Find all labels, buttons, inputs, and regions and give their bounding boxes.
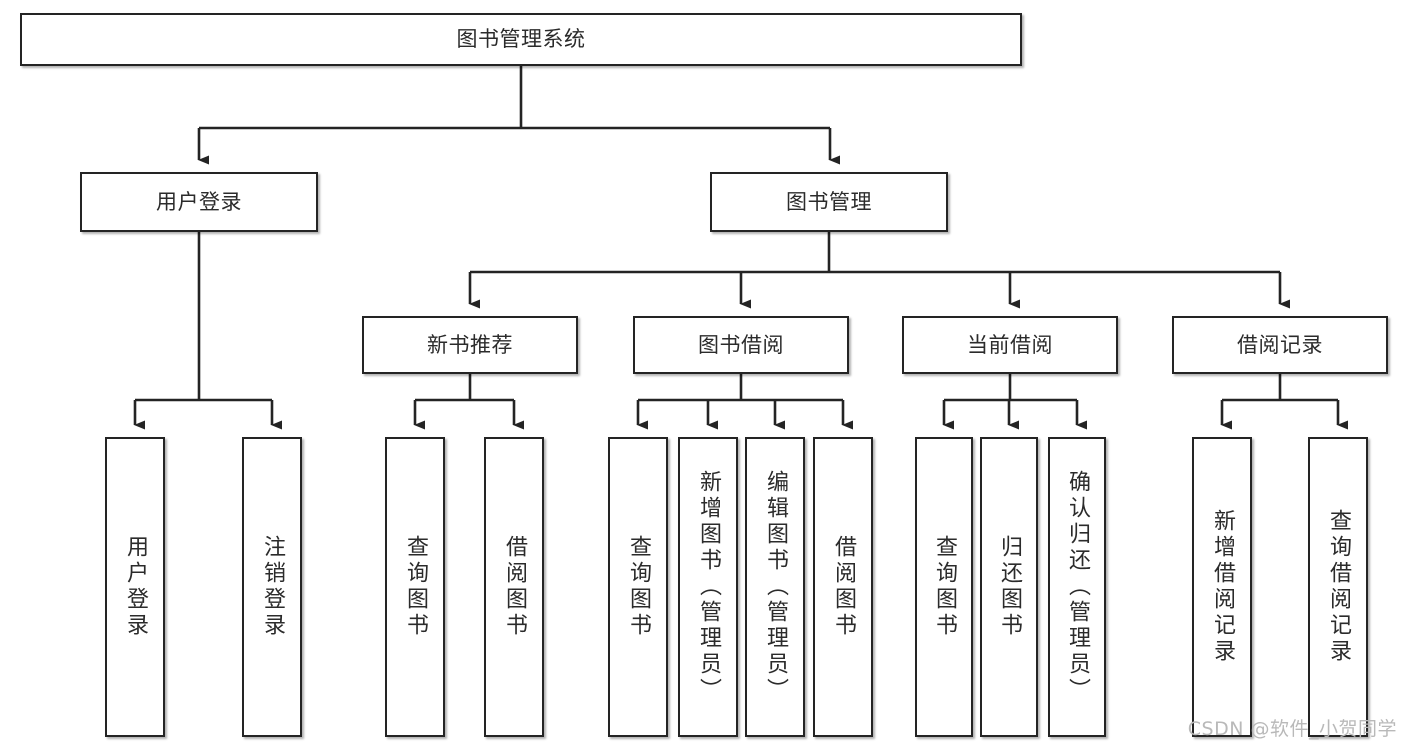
node-user-login[interactable]: 用户登录: [80, 172, 318, 232]
node-leaf-confirm-return-admin[interactable]: 确认归还（管理员）: [1048, 437, 1106, 737]
node-borrow-record[interactable]: 借阅记录: [1172, 316, 1388, 374]
node-leaf-query-books-borrow[interactable]: 查询图书: [608, 437, 668, 737]
node-leaf-user-login-label: 用户登录: [123, 535, 148, 639]
node-new-book-recommend-label: 新书推荐: [427, 332, 513, 357]
node-leaf-return-book[interactable]: 归还图书: [980, 437, 1038, 737]
node-leaf-borrow-book-label: 借阅图书: [831, 535, 856, 639]
node-leaf-add-book-admin[interactable]: 新增图书（管理员）: [678, 437, 738, 737]
node-root-label: 图书管理系统: [456, 27, 586, 52]
node-leaf-query-books-borrow-label: 查询图书: [626, 535, 651, 639]
node-new-book-recommend[interactable]: 新书推荐: [362, 316, 578, 374]
node-leaf-edit-book-admin[interactable]: 编辑图书（管理员）: [745, 437, 805, 737]
node-leaf-borrow-books-recommend-label: 借阅图书: [502, 535, 527, 639]
node-book-borrow-label: 图书借阅: [698, 332, 784, 357]
node-leaf-add-book-admin-label: 新增图书（管理员）: [696, 470, 721, 704]
csdn-watermark: CSDN @软件_小贺同学: [1187, 718, 1397, 740]
node-leaf-user-login[interactable]: 用户登录: [105, 437, 165, 737]
node-leaf-borrow-books-recommend[interactable]: 借阅图书: [484, 437, 544, 737]
node-current-borrow[interactable]: 当前借阅: [902, 316, 1118, 374]
node-leaf-query-borrow-record[interactable]: 查询借阅记录: [1308, 437, 1368, 737]
node-leaf-user-logout[interactable]: 注销登录: [242, 437, 302, 737]
node-leaf-query-books-recommend-label: 查询图书: [403, 535, 428, 639]
node-leaf-query-books-recommend[interactable]: 查询图书: [385, 437, 445, 737]
node-book-borrow[interactable]: 图书借阅: [633, 316, 849, 374]
node-leaf-add-borrow-record-label: 新增借阅记录: [1210, 509, 1235, 665]
node-user-login-label: 用户登录: [156, 189, 242, 214]
node-leaf-query-books-current[interactable]: 查询图书: [915, 437, 973, 737]
node-leaf-query-books-current-label: 查询图书: [932, 535, 957, 639]
node-book-management[interactable]: 图书管理: [710, 172, 948, 232]
node-leaf-confirm-return-admin-label: 确认归还（管理员）: [1065, 470, 1090, 704]
node-root[interactable]: 图书管理系统: [20, 13, 1022, 66]
node-leaf-edit-book-admin-label: 编辑图书（管理员）: [763, 470, 788, 704]
node-leaf-user-logout-label: 注销登录: [260, 535, 285, 639]
node-leaf-borrow-book[interactable]: 借阅图书: [813, 437, 873, 737]
node-borrow-record-label: 借阅记录: [1237, 332, 1323, 357]
node-leaf-return-book-label: 归还图书: [997, 535, 1022, 639]
node-leaf-add-borrow-record[interactable]: 新增借阅记录: [1192, 437, 1252, 737]
node-current-borrow-label: 当前借阅: [967, 332, 1053, 357]
node-leaf-query-borrow-record-label: 查询借阅记录: [1326, 509, 1351, 665]
node-book-management-label: 图书管理: [786, 189, 872, 214]
